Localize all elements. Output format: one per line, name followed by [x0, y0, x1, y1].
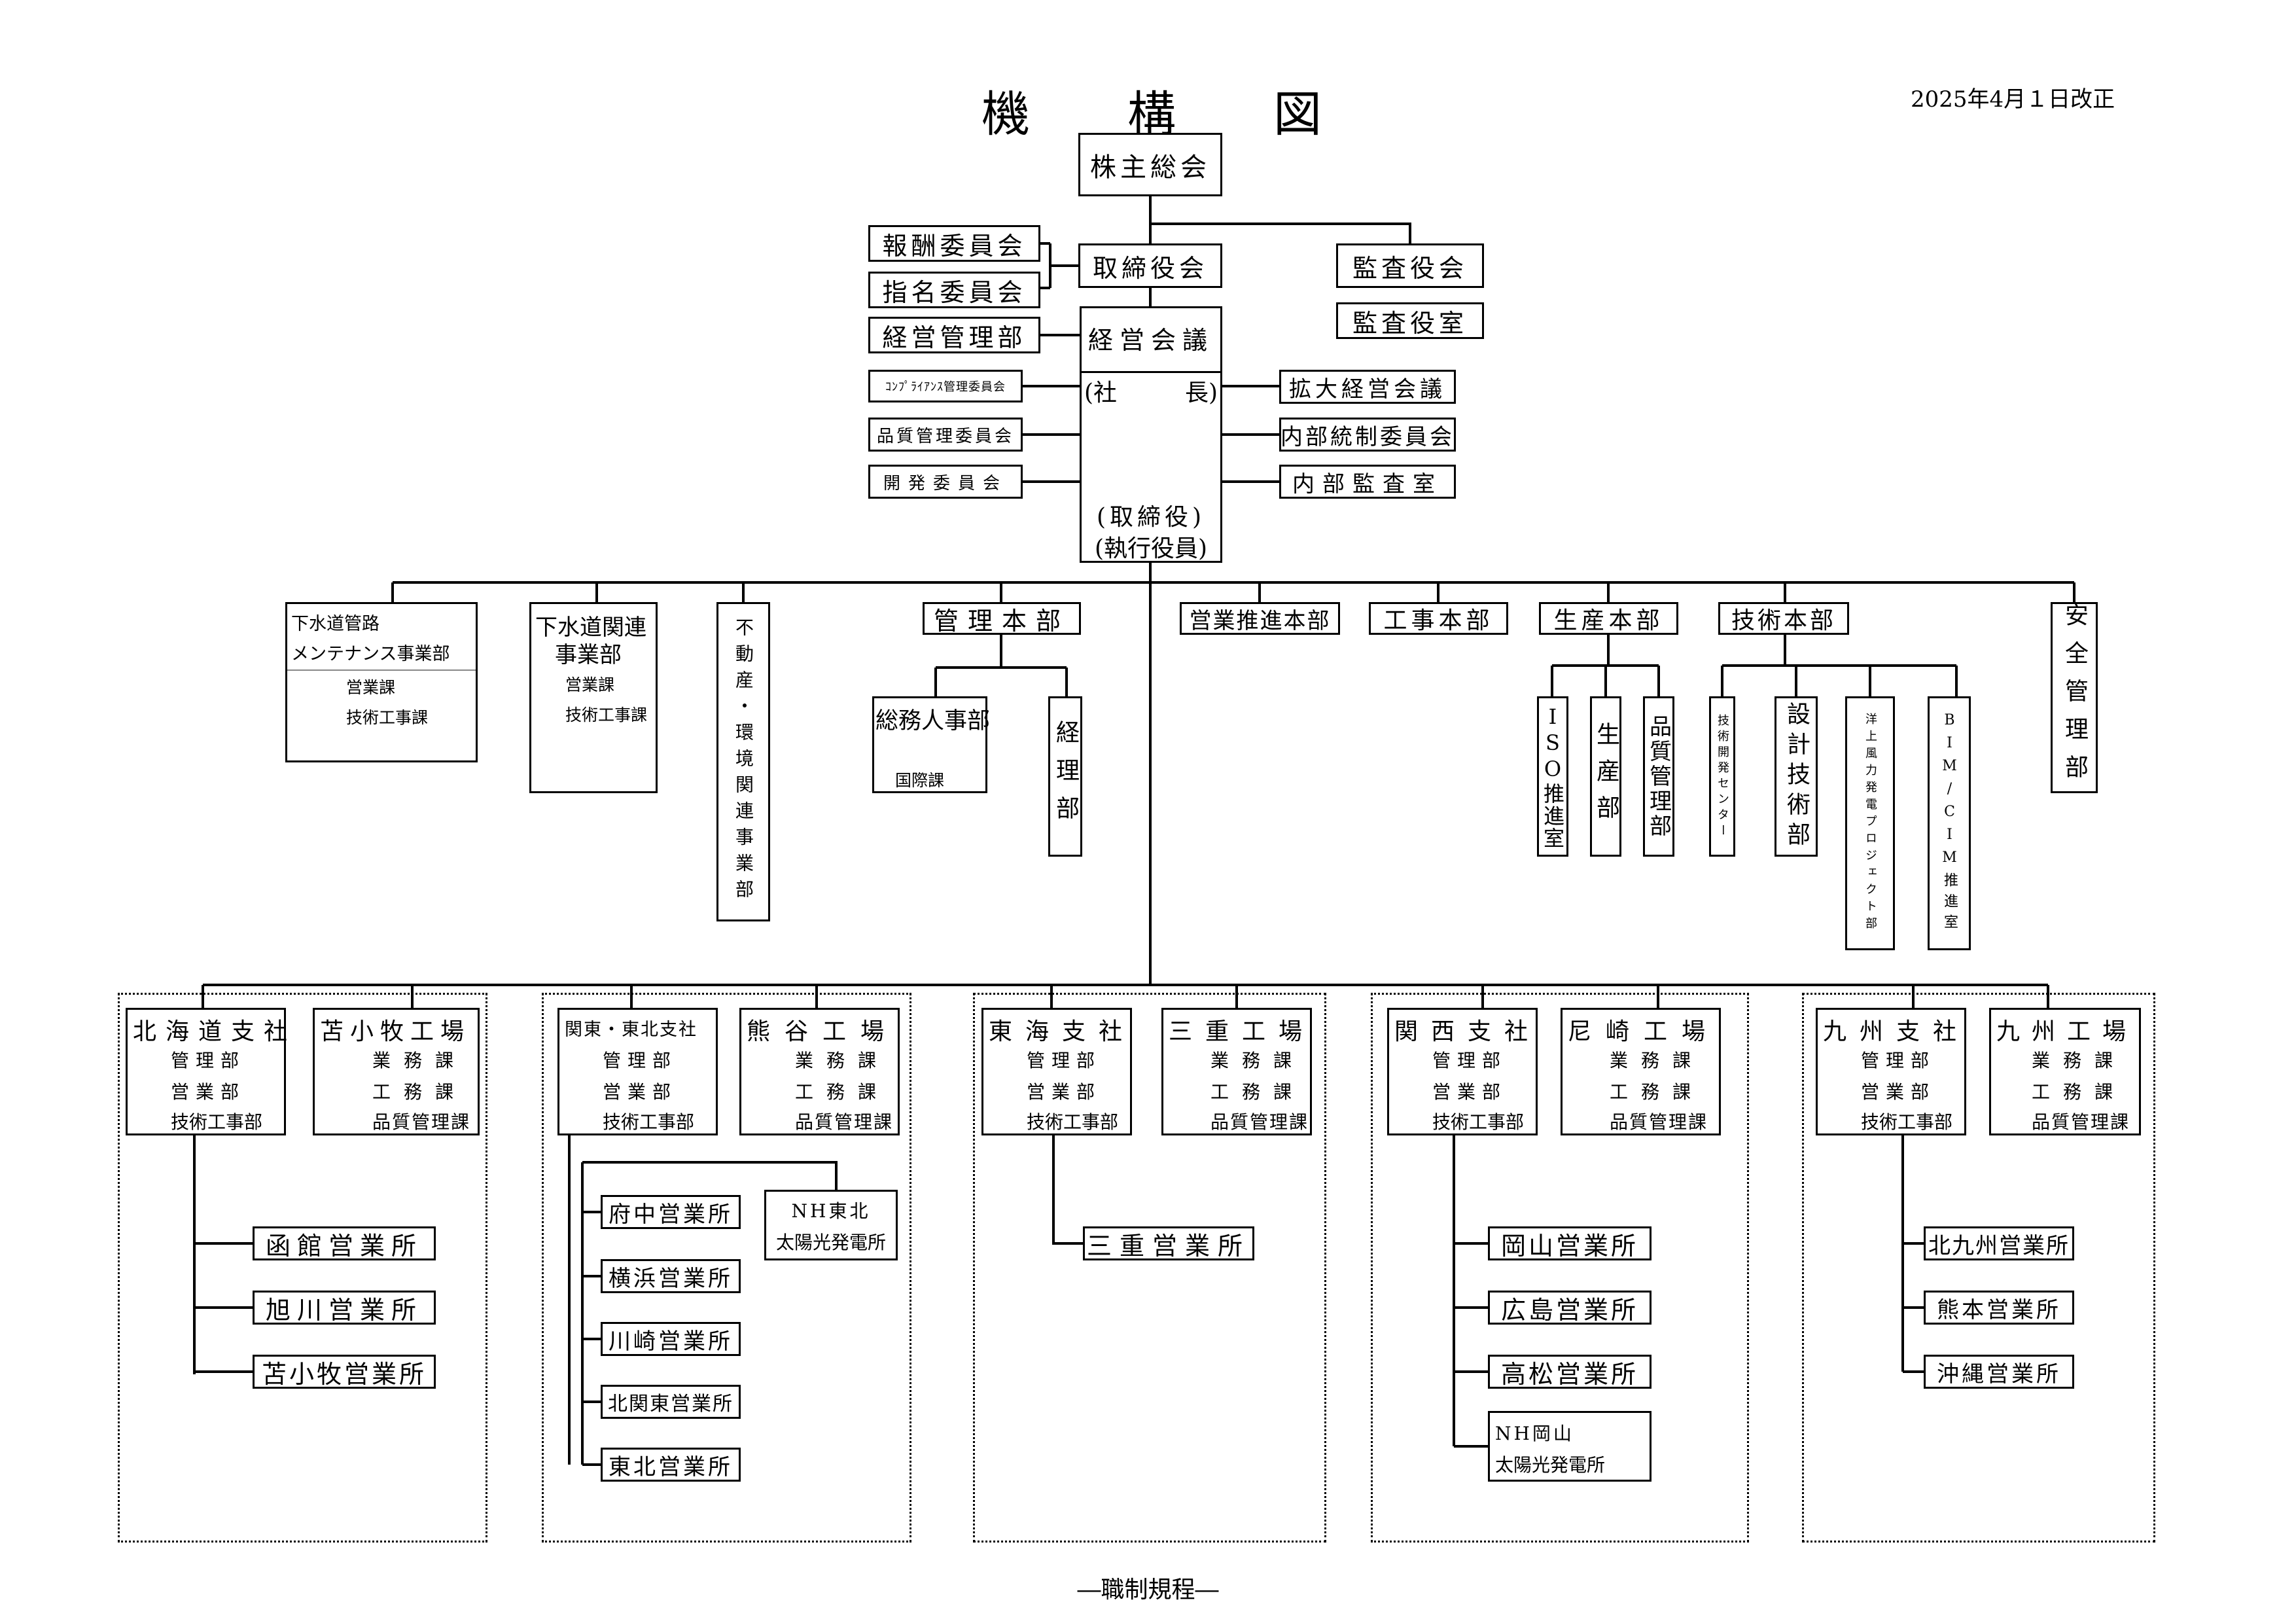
- okayama-office: 岡山営業所: [1488, 1226, 1651, 1260]
- sewer-rel-name-2: 事業部: [555, 642, 622, 668]
- council-divider: [1082, 371, 1220, 373]
- president-label-left: (社: [1084, 380, 1118, 406]
- region-kanto-tohoku: [542, 993, 911, 1543]
- sewer-maint-sub-tech: 技術工事課: [346, 708, 429, 727]
- kita-kanto-office: 北関東営業所: [601, 1385, 741, 1419]
- hokkaido-branch: 北海道支社 管理部 営業部 技術工事部: [126, 1008, 287, 1135]
- okinawa-office: 沖縄営業所: [1924, 1355, 2074, 1389]
- nh-okayama-solar-plant: NH岡山 太陽光発電所: [1488, 1411, 1651, 1482]
- sewer-maintenance-division: 下水道管路 メンテナンス事業部 営業課 技術工事課: [285, 602, 478, 762]
- audit-office: 監査役室: [1336, 302, 1484, 339]
- sewer-related-division: 下水道関連 事業部 営業課 技術工事課: [529, 602, 658, 793]
- sewer-maint-name-2: メンテナンス事業部: [291, 644, 450, 664]
- accounting-dept: 経理部: [1048, 696, 1082, 857]
- page-title: 機 構 図: [981, 86, 1322, 143]
- takamatsu-office: 高松営業所: [1488, 1355, 1651, 1389]
- nomination-committee: 指名委員会: [868, 272, 1040, 308]
- yokohama-office: 横浜営業所: [601, 1259, 741, 1293]
- offshore-wind-project-dept: 洋上風力発電プロジェクト部: [1845, 696, 1895, 950]
- directors-label: (取締役): [1096, 504, 1206, 531]
- tech-development-center: 技術開発センター: [1709, 696, 1735, 857]
- design-technology-dept: 設計技術部: [1775, 696, 1818, 857]
- tomakomai-factory: 苫小牧工場 業務課 工務課 品質管理課: [313, 1008, 480, 1135]
- kanto-tohoku-branch: 関東・東北支社 管理部 営業部 技術工事部: [557, 1008, 718, 1135]
- amagasaki-factory: 尼崎工場 業務課 工務課 品質管理課: [1561, 1008, 1721, 1135]
- international-section: 国際課: [895, 771, 945, 790]
- revision-date: 2025年4月１日改正: [1911, 86, 2115, 113]
- management-dept: 経営管理部: [868, 317, 1040, 353]
- production-hq: 生産本部: [1539, 602, 1678, 635]
- compliance-committee: ｺﾝﾌﾟﾗｲｱﾝｽ管理委員会: [868, 370, 1023, 402]
- tomakomai-office: 苫小牧営業所: [253, 1355, 436, 1389]
- president-label-right: 長): [1184, 380, 1218, 406]
- production-dept: 生産部: [1590, 696, 1621, 857]
- kyushu-branch: 九州支社 管理部 営業部 技術工事部: [1816, 1008, 1966, 1135]
- expanded-council: 拡大経営会議: [1279, 370, 1456, 404]
- management-council: 経営会議: [1087, 326, 1214, 355]
- kitakyushu-office: 北九州営業所: [1924, 1226, 2074, 1260]
- management-council-box: 経営会議 (社 長) (取締役) (執行役員): [1080, 306, 1222, 563]
- technology-hq: 技術本部: [1718, 602, 1849, 635]
- region-kansai: [1371, 993, 1749, 1543]
- hiroshima-office: 広島営業所: [1488, 1291, 1651, 1325]
- quality-management-dept: 品質管理部: [1643, 696, 1674, 857]
- internal-control-committee: 内部統制委員会: [1279, 418, 1456, 452]
- kumagaya-factory: 熊谷工場 業務課 工務課 品質管理課: [739, 1008, 900, 1135]
- footer-note: ―職制規程―: [1077, 1577, 1219, 1603]
- officers-label: (執行役員): [1094, 535, 1208, 562]
- sewer-maint-sub-sales: 営業課: [346, 678, 396, 697]
- asahikawa-office: 旭川営業所: [253, 1291, 436, 1325]
- iso-promotion-office: ISO推進室: [1537, 696, 1568, 857]
- kawasaki-office: 川崎営業所: [601, 1322, 741, 1356]
- shareholders-meeting: 株主総会: [1078, 133, 1222, 196]
- mie-office: 三重営業所: [1083, 1226, 1254, 1260]
- compensation-committee: 報酬委員会: [868, 225, 1040, 262]
- kansai-branch: 関西支社 管理部 営業部 技術工事部: [1387, 1008, 1538, 1135]
- construction-hq: 工事本部: [1369, 602, 1508, 635]
- sewer-rel-name-1: 下水道関連: [535, 615, 646, 641]
- bim-cim-promotion-office: BIM/CIM推進室: [1928, 696, 1971, 950]
- sales-promotion-hq: 営業推進本部: [1180, 602, 1340, 635]
- board-of-directors: 取締役会: [1078, 243, 1222, 288]
- fuchu-office: 府中営業所: [601, 1195, 741, 1229]
- nh-tohoku-solar-plant: NH東北 太陽光発電所: [764, 1190, 898, 1260]
- internal-audit-office: 内部監査室: [1279, 465, 1456, 499]
- mie-factory: 三重工場 業務課 工務課 品質管理課: [1161, 1008, 1312, 1135]
- real-estate-division: 不動産・環境関連事業部: [716, 602, 770, 921]
- sewer-rel-sub-sales: 営業課: [565, 675, 615, 694]
- quality-committee: 品質管理委員会: [868, 418, 1023, 452]
- safety-management-dept: 安全管理部: [2051, 602, 2098, 793]
- tohoku-office: 東北営業所: [601, 1448, 741, 1482]
- sewer-rel-sub-tech: 技術工事課: [565, 705, 648, 724]
- region-hokkaido: [118, 993, 487, 1543]
- region-kyushu: [1802, 993, 2155, 1543]
- region-tokai: [973, 993, 1326, 1543]
- hakodate-office: 函館営業所: [253, 1226, 436, 1260]
- general-affairs-dept: 総務人事部: [875, 708, 991, 734]
- kumamoto-office: 熊本営業所: [1924, 1291, 2074, 1325]
- sewer-maint-name-1: 下水道管路: [291, 614, 380, 634]
- admin-hq: 管理本部: [923, 602, 1081, 635]
- general-affairs-dept-box: 総務人事部 国際課: [872, 696, 991, 793]
- tokai-branch: 東海支社 管理部 営業部 技術工事部: [981, 1008, 1132, 1135]
- kyushu-factory: 九州工場 業務課 工務課 品質管理課: [1989, 1008, 2141, 1135]
- audit-board: 監査役会: [1336, 243, 1484, 288]
- development-committee: 開発委員会: [868, 465, 1023, 499]
